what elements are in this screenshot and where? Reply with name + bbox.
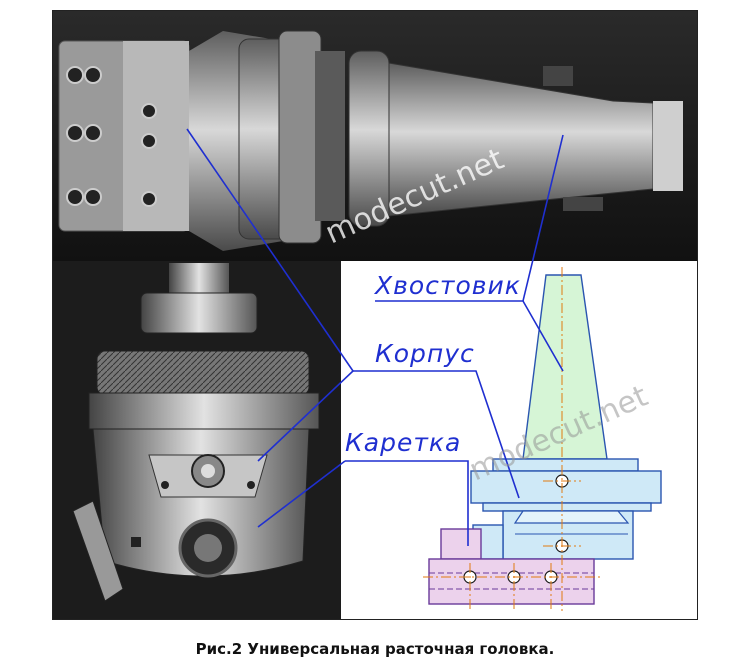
leader-lines bbox=[186, 128, 564, 546]
label-tail: Хвостовик bbox=[375, 271, 521, 300]
label-body: Корпус bbox=[375, 339, 475, 368]
label-carriage: Каретка bbox=[345, 428, 462, 457]
photo-top-boring-head bbox=[53, 11, 697, 261]
figure-caption: Рис.2 Универсальная расточная головка. bbox=[195, 640, 555, 658]
figure-artwork bbox=[53, 11, 697, 619]
figure-panel: Хвостовик Корпус Каретка modecut.net mod… bbox=[52, 10, 698, 620]
technical-drawing bbox=[341, 261, 697, 619]
photo-bottom-boring-head bbox=[53, 261, 341, 619]
